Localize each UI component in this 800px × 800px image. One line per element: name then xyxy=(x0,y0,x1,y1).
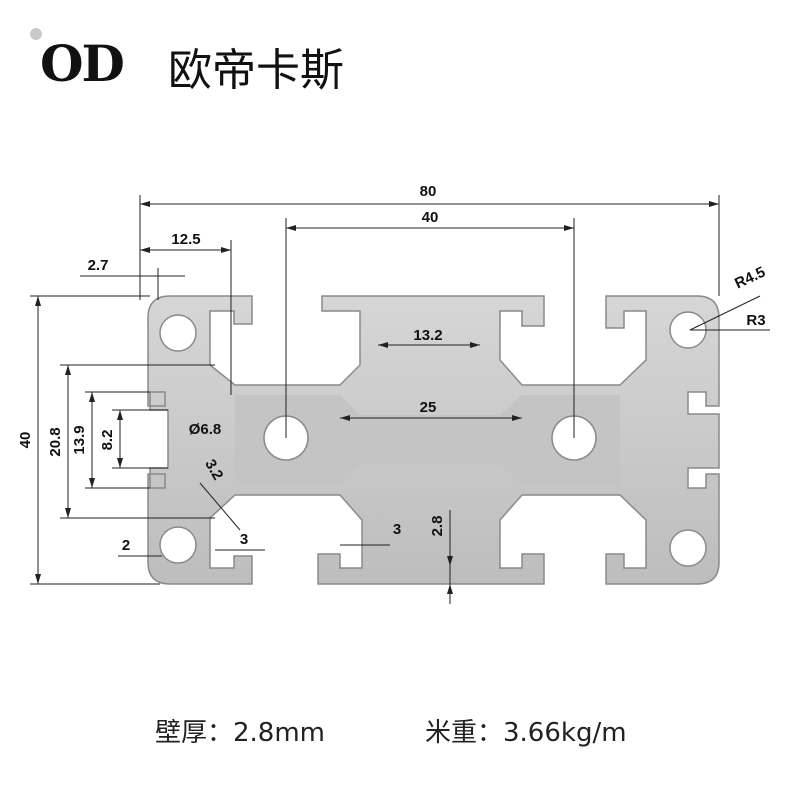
dim-slot-outer: 20.8 xyxy=(47,427,64,456)
dim-slot-lip-bottom: 3 xyxy=(393,521,401,538)
corner-hole-br xyxy=(669,529,707,567)
dim-center-distance: 40 xyxy=(422,209,439,226)
dimension-lines xyxy=(30,195,770,604)
dim-wall-left: 2 xyxy=(122,537,130,554)
logo: OD xyxy=(40,34,125,93)
dim-lip-thickness: 2.7 xyxy=(88,257,109,274)
brand-name: 欧帝卡斯 xyxy=(168,45,344,96)
dim-edge-to-slot: 12.5 xyxy=(171,231,200,248)
profile-web xyxy=(235,395,620,485)
spec-weight: 米重：3.66kg/m xyxy=(425,718,627,748)
corner-hole-tl xyxy=(159,314,197,352)
dim-overall-height: 40 xyxy=(17,432,34,449)
spec-wall-thickness: 壁厚：2.8mm xyxy=(155,718,326,748)
dim-slot-opening: 8.2 xyxy=(99,430,116,451)
logo-dot-icon xyxy=(30,28,42,40)
footer-specs: 壁厚：2.8mm 米重：3.66kg/m xyxy=(0,712,800,752)
dim-overall-width: 80 xyxy=(420,183,437,200)
header: OD 欧帝卡斯 xyxy=(30,22,770,102)
dimension-arrows xyxy=(35,201,719,594)
dim-slot-inner: 13.9 xyxy=(71,425,88,454)
dim-outer-radius: R4.5 xyxy=(732,264,768,293)
dim-slot-lip-left: 3 xyxy=(240,531,248,548)
corner-hole-bl xyxy=(159,526,197,564)
dim-slot-top: 13.2 xyxy=(413,327,442,344)
dim-wall-thickness: 2.8 xyxy=(429,516,446,537)
dim-inner-radius: R3 xyxy=(746,312,765,329)
dim-center-hole: Ø6.8 xyxy=(189,421,222,438)
dim-slot-center: 25 xyxy=(420,399,437,416)
